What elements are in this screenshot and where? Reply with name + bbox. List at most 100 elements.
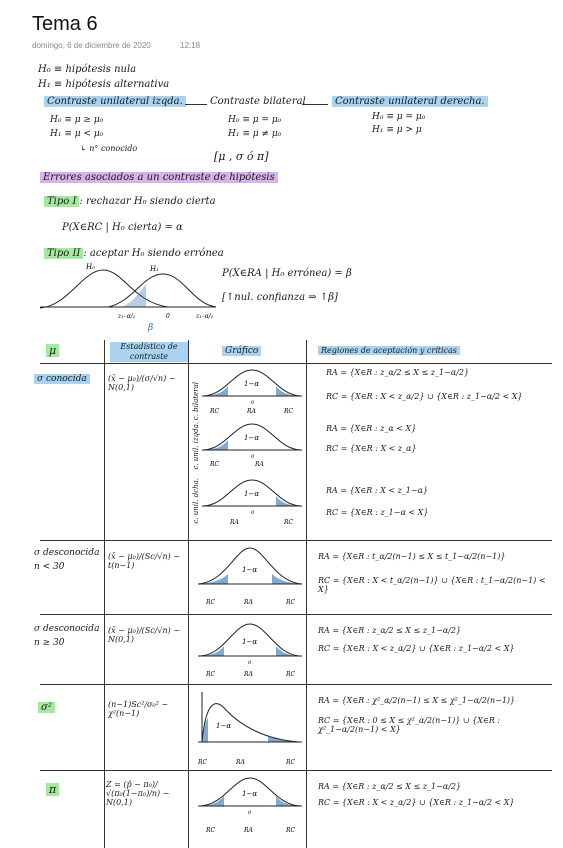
region-ra: RA = {X∈R : X < z_1−α} (326, 486, 429, 495)
ra-label: RA (246, 408, 257, 415)
ra-label: RA (229, 519, 240, 526)
bilateral-h0: H₀ ≡ μ = μ₀ (228, 115, 282, 125)
note-date: domingo, 6 de diciembre de 2020 (32, 41, 151, 50)
type2-note: [↑nul. confianza ⇒ ↑β] (222, 292, 338, 303)
rc-label: RC (285, 671, 296, 678)
critical-tail-left (204, 386, 228, 396)
right-h0: H₀ ≡ μ = μ₀ (372, 112, 426, 122)
side-label-left: c. unil. izqda. (192, 422, 200, 470)
row-param: σ desconocida n < 30 (34, 548, 100, 572)
rc-label: RC (283, 519, 294, 526)
confidence-label: 1−α (244, 380, 259, 388)
h0-definition: H₀ ≡ hipótesis nula (38, 64, 137, 75)
contrast-left-label: Contraste unilateral izqda. (44, 96, 186, 107)
region-ra: RA = {X∈R : z_α/2 ≤ X ≤ z_1−α/2} (326, 368, 470, 377)
confidence-label: 1−α (216, 722, 231, 730)
left-h0: H₀ ≡ μ ≥ μ₀ (50, 115, 104, 125)
errors-heading: Errores asociados a un contraste de hipó… (40, 172, 278, 183)
connector-line (185, 104, 207, 105)
type2-formula: P(X∈RA | H₀ errónea) = β (222, 268, 352, 279)
row-statistic: (x̄ − μ₀)/(σ/√n) ~ N(0,1) (108, 374, 176, 392)
z-right-label: z₁₋α/₂ (195, 313, 214, 320)
critical-tail-right (276, 496, 300, 506)
h0-curve-label: H₀ (85, 263, 95, 271)
rc-label: RC (205, 827, 216, 834)
confidence-label: 1−α (242, 566, 257, 574)
normal-curve (203, 369, 301, 397)
zero-label: 0 (248, 810, 252, 816)
row3-graph: 1−α RC RA RC (197, 692, 302, 766)
region-ra: RA = {X∈R : z_α/2 ≤ X ≤ z_1−α/2} (318, 626, 462, 635)
region-rc: RC = {X∈R : X < t_α/2(n−1)} ∪ {X∈R : t_1… (318, 576, 546, 594)
confidence-label: 1−α (242, 790, 257, 798)
row-statistic: (x̄ − μ₀)/(Sc/√n) ~ N(0,1) (108, 626, 181, 644)
contrast-bilateral-label: Contraste bilateral (210, 96, 306, 107)
h1-curve (107, 273, 217, 308)
header-regions: Regiones de aceptación y críticas (318, 346, 460, 355)
t-curve (197, 547, 303, 585)
rc-label: RC (283, 408, 294, 415)
table-header-rule (40, 363, 552, 364)
ra-label: RA (243, 671, 254, 678)
ra-label: RA (235, 759, 246, 766)
critical-tail-left (202, 718, 208, 742)
row2-graph: 1−α 0 RC RA RC (198, 623, 302, 678)
critical-tail-right (276, 386, 300, 396)
table-row-rule (40, 614, 552, 615)
critical-tail-right (268, 736, 300, 742)
region-rc: RC = {X∈R : X < z_α} (326, 444, 417, 453)
table-col-rule (306, 340, 307, 848)
header-statistic: Estadístico de contraste (110, 342, 188, 362)
row-param: σ² (38, 702, 55, 713)
zero-label: 0 (248, 660, 252, 666)
type1-text: : rechazar H₀ siendo cierta (79, 196, 216, 207)
header-graph: Gráfico (222, 346, 262, 356)
ra-label: RA (243, 599, 254, 606)
h1-curve-label: H₁ (149, 265, 159, 273)
critical-tail-left (200, 646, 224, 656)
row1-graph: 1−α RC RA RC (197, 547, 303, 606)
row-param: σ desconocida n ≥ 30 (34, 624, 100, 648)
rc-label: RC (209, 408, 220, 415)
row-statistic: Z = (p̂ − π₀)/√(π₀(1−π₀)/n) ~ N(0,1) (106, 780, 170, 807)
type2-text: : aceptar H₀ siendo errónea (83, 248, 224, 259)
rc-label: RC (285, 599, 296, 606)
connector-line (302, 104, 328, 105)
page-title: Tema 6 (32, 13, 98, 35)
h0-curve (39, 269, 169, 309)
confidence-label: 1−α (244, 490, 259, 498)
side-label-bilateral: c. bilateral (192, 382, 200, 421)
row-statistic: (x̄ − μ₀)/(Sc/√n) ~ t(n−1) (108, 552, 181, 570)
table-row-rule (40, 540, 552, 541)
normal-curve (199, 623, 301, 657)
header-param: μ (46, 344, 60, 357)
critical-tail-right (276, 646, 300, 656)
region-ra: RA = {X∈R : χ²_α/2(n−1) ≤ X ≤ χ²_1−α/2(n… (318, 696, 516, 705)
region-ra: RA = {X∈R : z_α/2 ≤ X ≤ z_1−α/2} (318, 782, 462, 791)
type2-line: Tipo II: aceptar H₀ siendo errónea (44, 248, 224, 259)
row-param: σ conocida (34, 374, 90, 384)
contrast-right-label: Contraste unilateral derecha. (332, 96, 488, 107)
normal-curve (203, 479, 301, 507)
left-note: ↳ n° conocido (80, 144, 138, 153)
region-ra: RA = {X∈R : t_α/2(n−1) ≤ X ≤ t_1−α/2(n−1… (318, 552, 506, 561)
confidence-label: 1−α (242, 638, 257, 646)
table-col-rule (104, 340, 105, 848)
critical-tail-right (276, 796, 300, 806)
type1-line: Tipo I: rechazar H₀ siendo cierta (44, 196, 216, 207)
region-rc: RC = {X∈R : 0 ≤ X ≤ χ²_α/2(n−1)} ∪ {X∈R … (318, 716, 501, 734)
critical-tail-left (198, 574, 228, 584)
critical-tail-right (272, 574, 302, 584)
zero-label: 0 (251, 510, 255, 516)
region-rc: RC = {X∈R : z_1−α < X} (326, 508, 429, 517)
left-h1: H₁ ≡ μ < μ₀ (50, 129, 104, 139)
rc-label: RC (205, 671, 216, 678)
rc-label: RC (209, 461, 220, 468)
rc-label: RC (205, 599, 216, 606)
z-left-label: z₁₋α/₂ (117, 313, 136, 320)
row4-graph: 1−α 0 RC RA RC (198, 777, 302, 834)
critical-tail-left (204, 440, 228, 450)
beta-label: β (147, 323, 153, 333)
row0-graphs: 1−α 0 RC RA RC 1−α 0 RC RA 1−α 0 RA RC (202, 369, 302, 526)
rc-label: RC (197, 759, 208, 766)
